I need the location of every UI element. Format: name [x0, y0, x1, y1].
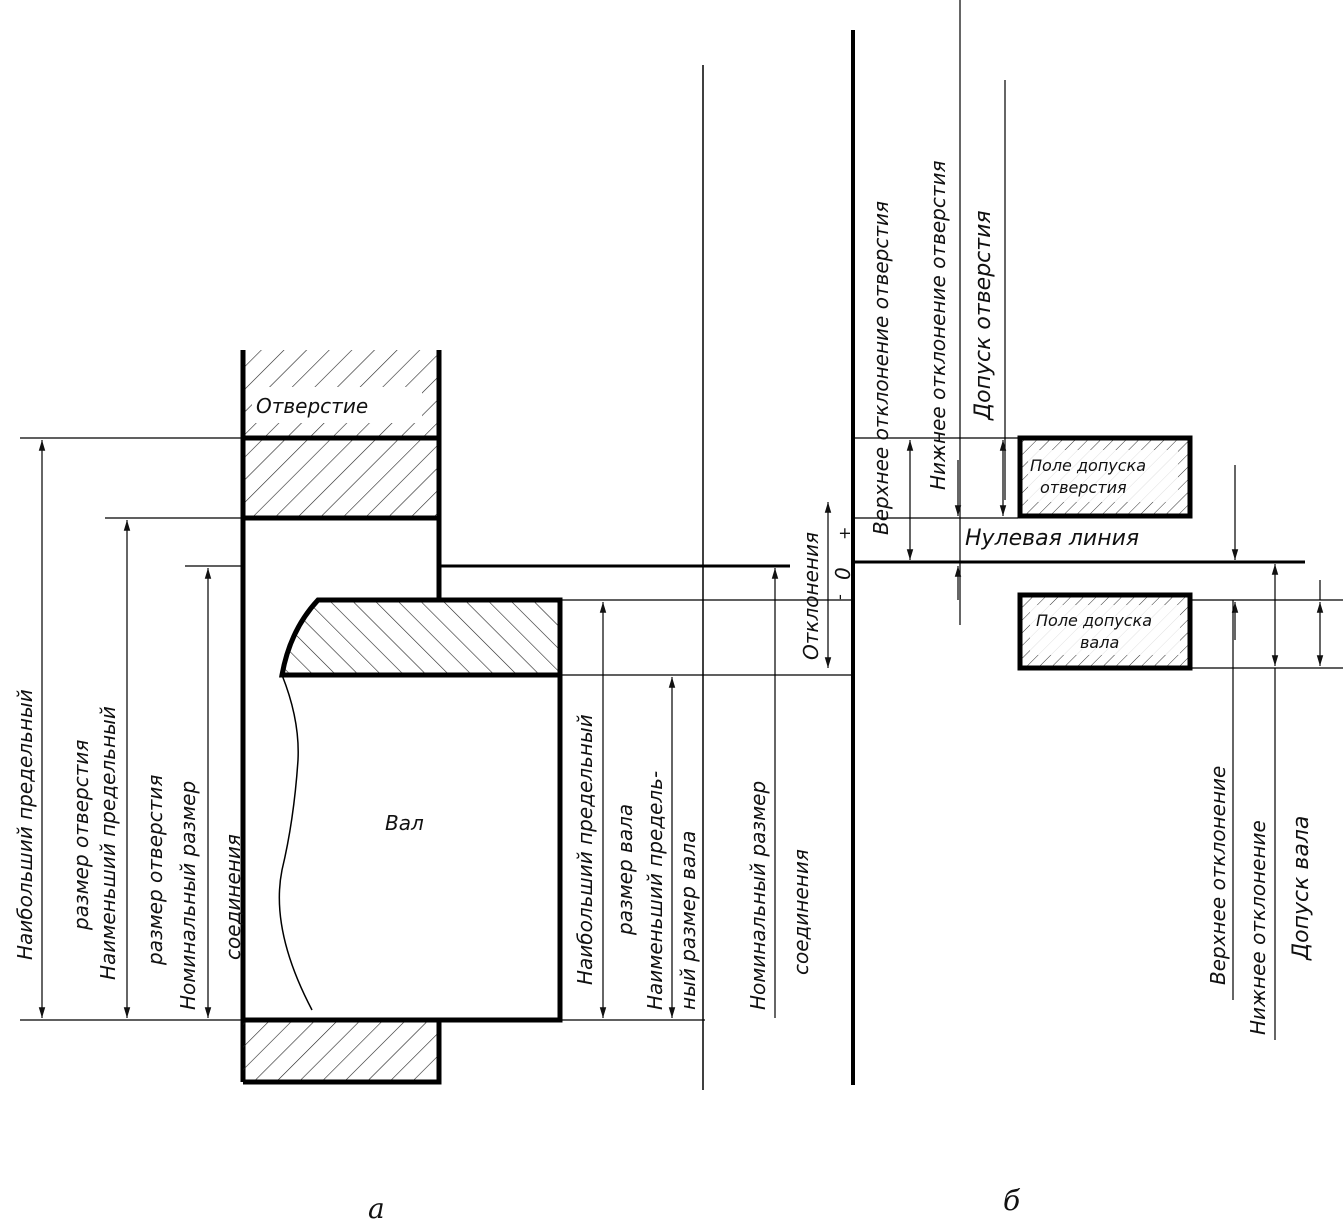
part-b: Отклонения + 0 - Верхнее отклонение отве…: [799, 0, 1343, 1217]
label-hole-max-2: размер отверстия: [69, 740, 93, 931]
hole-label-bg: [252, 387, 422, 423]
shaft-lower-label: Нижнее отклонение: [1246, 820, 1270, 1035]
shaft-field-label-2: вала: [1080, 633, 1119, 652]
shaft-field-label-1: Поле допуска: [1036, 611, 1152, 630]
caption-a: а: [368, 1192, 385, 1223]
label-shaft-min-2: ный размер вала: [676, 831, 700, 1010]
hole-lower-label: Нижнее отклонение отверстия: [926, 160, 950, 490]
hole-wall-bottom: [243, 1020, 439, 1082]
hole-field-label-1: Поле допуска: [1030, 456, 1146, 475]
label-shaft-max-1: Наибольший предельный: [573, 714, 597, 985]
hole-outline: [240, 350, 442, 1082]
caption-b: б: [1003, 1184, 1021, 1217]
label-shaft-min-1: Наименьший предель-: [643, 771, 667, 1010]
label-nominal-1: Номинальный размер: [176, 781, 200, 1010]
hole-label: Отверстие: [256, 394, 368, 418]
shaft-break-line: [278, 674, 313, 1011]
label-hole-min-1: Наименьший предельный: [96, 706, 120, 980]
label-nominal-2: соединения: [221, 834, 245, 960]
hole-tolerance-label: Допуск отверстия: [971, 210, 996, 421]
hole-upper-label: Верхнее отклонение отверстия: [869, 201, 893, 535]
shaft-tolerance-label: Допуск вала: [1289, 816, 1314, 961]
shaft-label: Вал: [385, 811, 424, 835]
part-a: Отверстие Вал Наибольший пр: [13, 65, 855, 1223]
label-hole-min-2: размер отверстия: [143, 775, 167, 966]
minus-sign: -: [830, 594, 849, 600]
zero-sign: 0: [831, 567, 855, 580]
zero-line-label: Нулевая линия: [965, 526, 1139, 551]
shaft-body: [282, 675, 560, 1020]
label-hole-max-1: Наибольший предельный: [13, 689, 37, 960]
label-nominal-right-1: Номинальный размер: [746, 781, 770, 1010]
label-nominal-right-2: соединения: [789, 849, 813, 975]
hole-wall-upper: [243, 438, 439, 518]
deviations-label: Отклонения: [799, 532, 823, 660]
shaft-upper-label: Верхнее отклонение: [1206, 766, 1230, 985]
shaft-hatch: [279, 597, 563, 678]
plus-sign: +: [835, 527, 854, 540]
label-shaft-max-2: размер вала: [613, 804, 637, 936]
hole-field-label-2: отверстия: [1040, 478, 1127, 497]
